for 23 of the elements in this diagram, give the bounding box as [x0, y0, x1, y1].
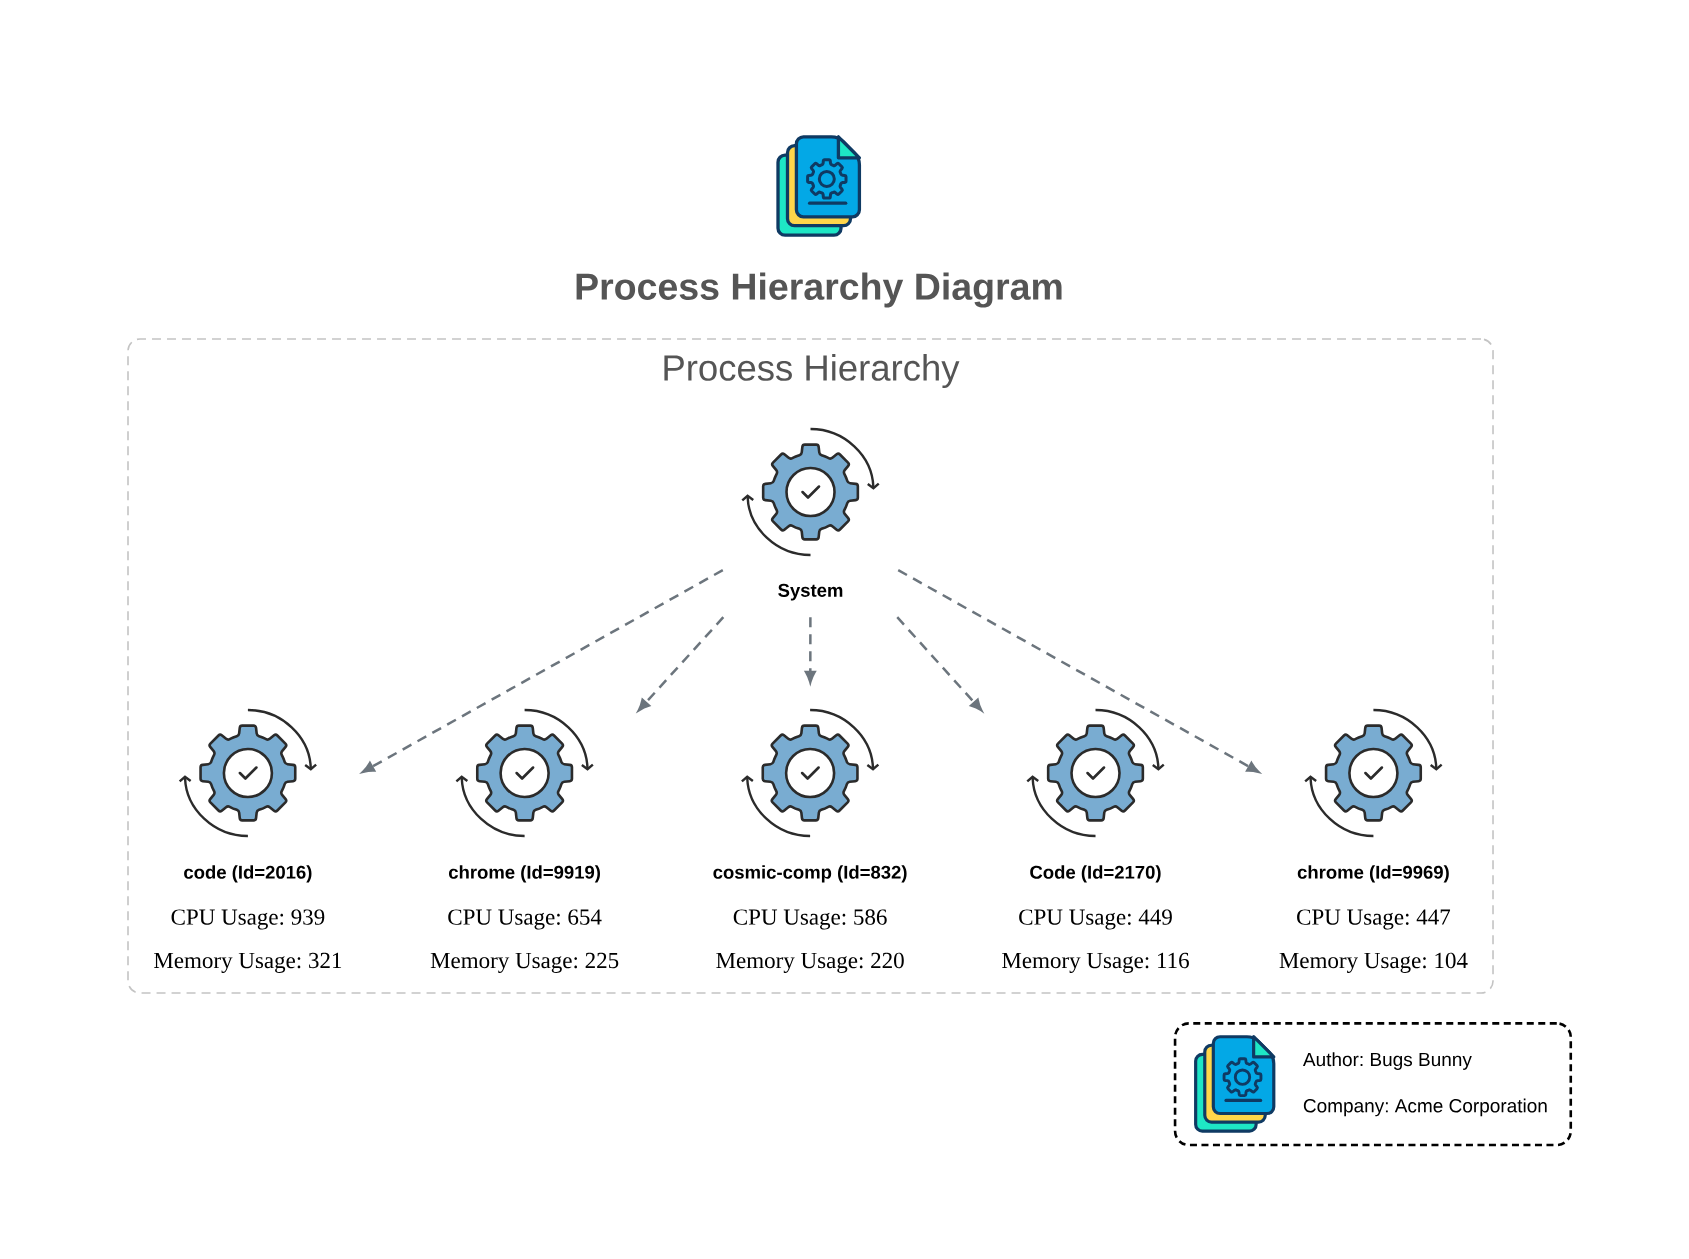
stat-text: CPU Usage: 586 [733, 909, 887, 930]
info-box: Author: Bugs Bunny Company: Acme Corporation [1173, 1022, 1573, 1147]
arrow [362, 569, 724, 773]
node-label: Code (Id=2170) [1030, 865, 1161, 883]
node-label: cosmic-comp (Id=832) [713, 865, 907, 883]
stat-text: Memory Usage: 321 [154, 952, 342, 973]
node-label: System [778, 583, 843, 601]
arrow [637, 616, 725, 712]
stat-text: Memory Usage: 116 [1002, 952, 1189, 973]
arrow [897, 569, 1260, 773]
stat-text: CPU Usage: 447 [1297, 909, 1451, 930]
node-label: chrome (Id=9969) [1297, 865, 1449, 883]
arrow [896, 616, 983, 712]
node-label: code (Id=2016) [184, 865, 312, 883]
stat-text: CPU Usage: 449 [1019, 909, 1172, 930]
arrow [804, 617, 816, 684]
diagram-title: Process Hierarchy Diagram [576, 272, 1062, 308]
stat-text: Memory Usage: 220 [716, 952, 904, 973]
stat-text: CPU Usage: 654 [448, 909, 602, 930]
stat-text: CPU Usage: 939 [171, 909, 325, 930]
node-label: chrome (Id=9919) [449, 865, 600, 883]
stat-text: Memory Usage: 104 [1279, 952, 1468, 973]
stat-text: Memory Usage: 225 [430, 952, 619, 973]
